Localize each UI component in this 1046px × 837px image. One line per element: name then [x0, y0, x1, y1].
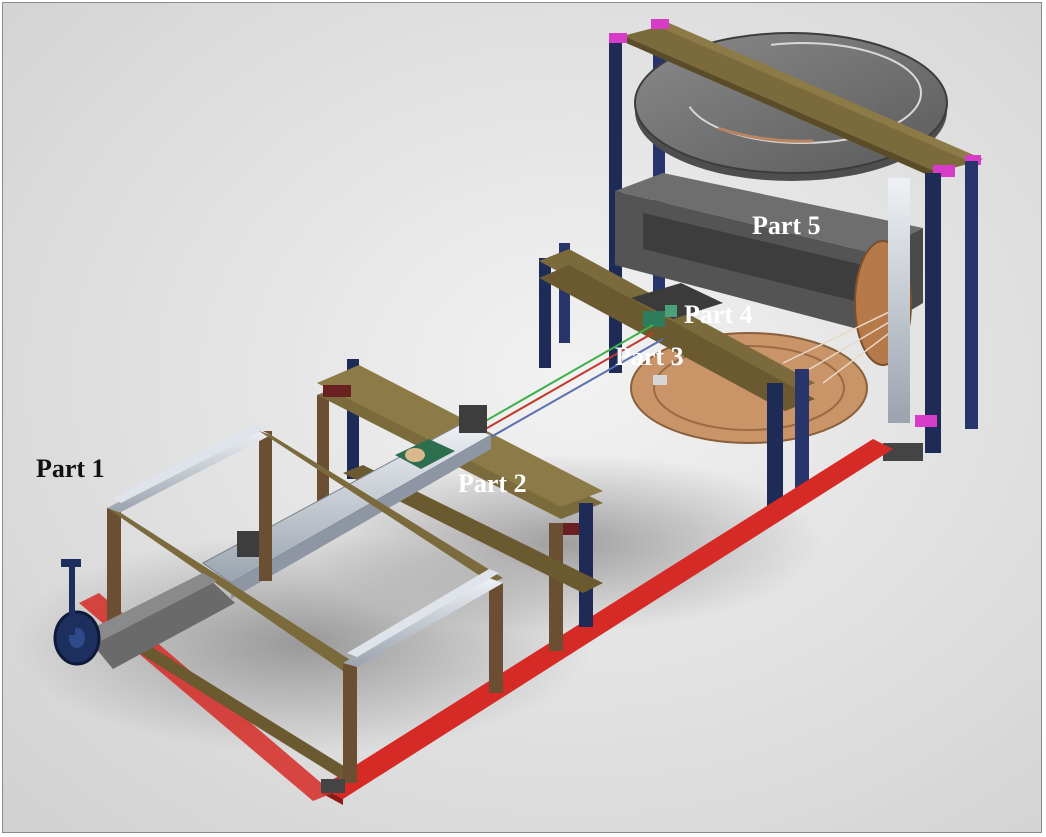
silver-rail [107, 429, 271, 513]
part1-assembly [53, 423, 503, 793]
turntable-arc [717, 126, 814, 143]
mid-beam [539, 265, 815, 411]
corner-block [323, 385, 351, 397]
turntable-groove [684, 42, 922, 144]
stage-block [459, 405, 487, 433]
frame-beam [259, 431, 503, 583]
frame-beam [343, 465, 603, 593]
tower-post [965, 161, 978, 429]
disc-clamp [653, 375, 667, 385]
lower-disc-groove [653, 345, 845, 431]
mid-post [559, 243, 570, 343]
base-foot [883, 443, 923, 461]
frame-post [317, 395, 329, 515]
part4-carriage [631, 283, 723, 319]
part2-label: Part 2 [458, 469, 527, 498]
frame-post [579, 503, 593, 627]
corner-bracket [915, 415, 937, 427]
silver-rail [113, 423, 269, 503]
machine-rendering [3, 3, 1041, 832]
base-foot [321, 779, 345, 793]
silver-rail [343, 578, 503, 667]
part1-label: Part 1 [36, 454, 105, 483]
frame-beam [123, 638, 355, 779]
base-rail [321, 439, 893, 799]
motor-plate [83, 573, 235, 669]
mid-post [539, 258, 551, 368]
frame-post [549, 523, 563, 651]
top-beam [659, 23, 983, 163]
mid-beam [539, 249, 815, 395]
part2-roller [405, 448, 425, 462]
tower-rail [888, 178, 910, 423]
part2-carriage [395, 439, 455, 469]
top-beam [615, 25, 978, 175]
part3-block [665, 305, 677, 317]
crank-handle [61, 559, 81, 567]
housing-top [615, 173, 923, 253]
tower-post [925, 173, 941, 453]
silver-rail [347, 569, 499, 657]
frame-post [343, 663, 357, 783]
mid-post [795, 369, 809, 495]
housing-inner [643, 213, 863, 303]
crank-arm [69, 565, 75, 635]
top-beam [615, 38, 943, 175]
frame-beam [107, 508, 355, 671]
part3-4-assembly [539, 243, 815, 509]
part4-label: Part 4 [684, 300, 753, 329]
corner-bracket [965, 155, 981, 165]
part3-label: Part 3 [615, 342, 684, 371]
motor-plate-top [83, 573, 217, 643]
frame-post [489, 583, 503, 693]
mid-post [767, 383, 783, 509]
corner-bracket [651, 19, 669, 29]
part5-label: Part 5 [752, 211, 821, 240]
slide-rail-side [231, 435, 491, 599]
part3-block [643, 311, 665, 327]
corner-bracket [609, 33, 627, 43]
part2-assembly [202, 324, 664, 651]
frame-post [259, 431, 272, 581]
